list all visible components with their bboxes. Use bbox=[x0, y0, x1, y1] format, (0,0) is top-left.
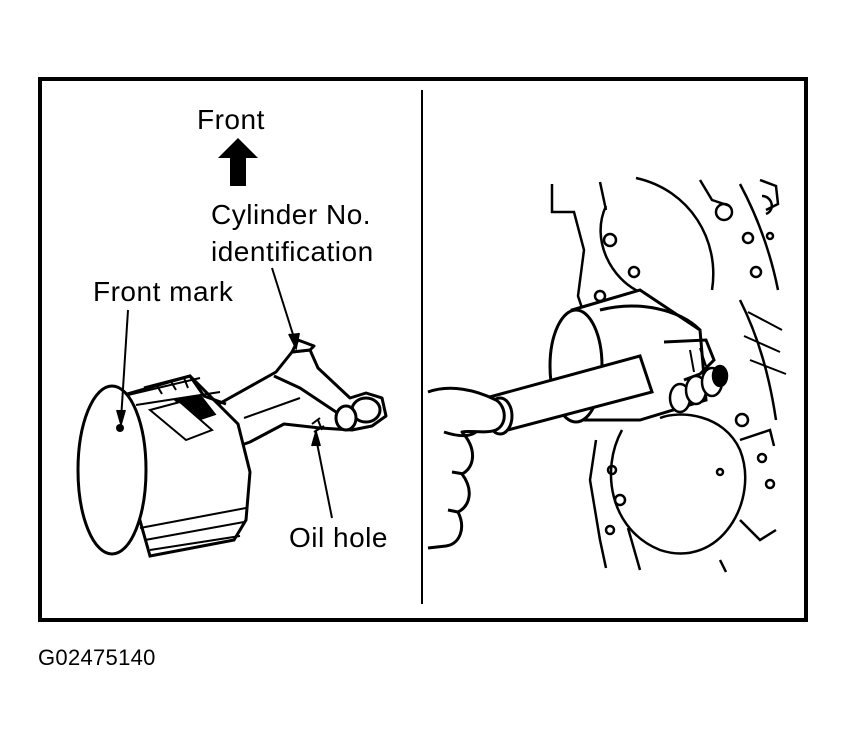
cylinder-block bbox=[550, 176, 787, 573]
cylinder-id-label-line2: identification bbox=[211, 236, 374, 267]
figure-frame bbox=[38, 77, 808, 622]
front-direction-label: Front bbox=[197, 104, 265, 135]
front-mark-label: Front mark bbox=[93, 276, 234, 307]
cylinder-id-label-line1: Cylinder No. bbox=[211, 199, 372, 230]
hand bbox=[427, 386, 506, 550]
panel-divider bbox=[421, 90, 423, 604]
arrow-up-icon bbox=[218, 138, 258, 186]
connecting-rod bbox=[206, 338, 388, 454]
oil-hole-label: Oil hole bbox=[289, 522, 388, 553]
piston bbox=[76, 374, 252, 558]
front-mark-dot bbox=[116, 424, 124, 432]
compressor-ratchet bbox=[668, 364, 729, 414]
leader-lines bbox=[116, 267, 333, 519]
figure-id: G02475140 bbox=[38, 645, 156, 670]
